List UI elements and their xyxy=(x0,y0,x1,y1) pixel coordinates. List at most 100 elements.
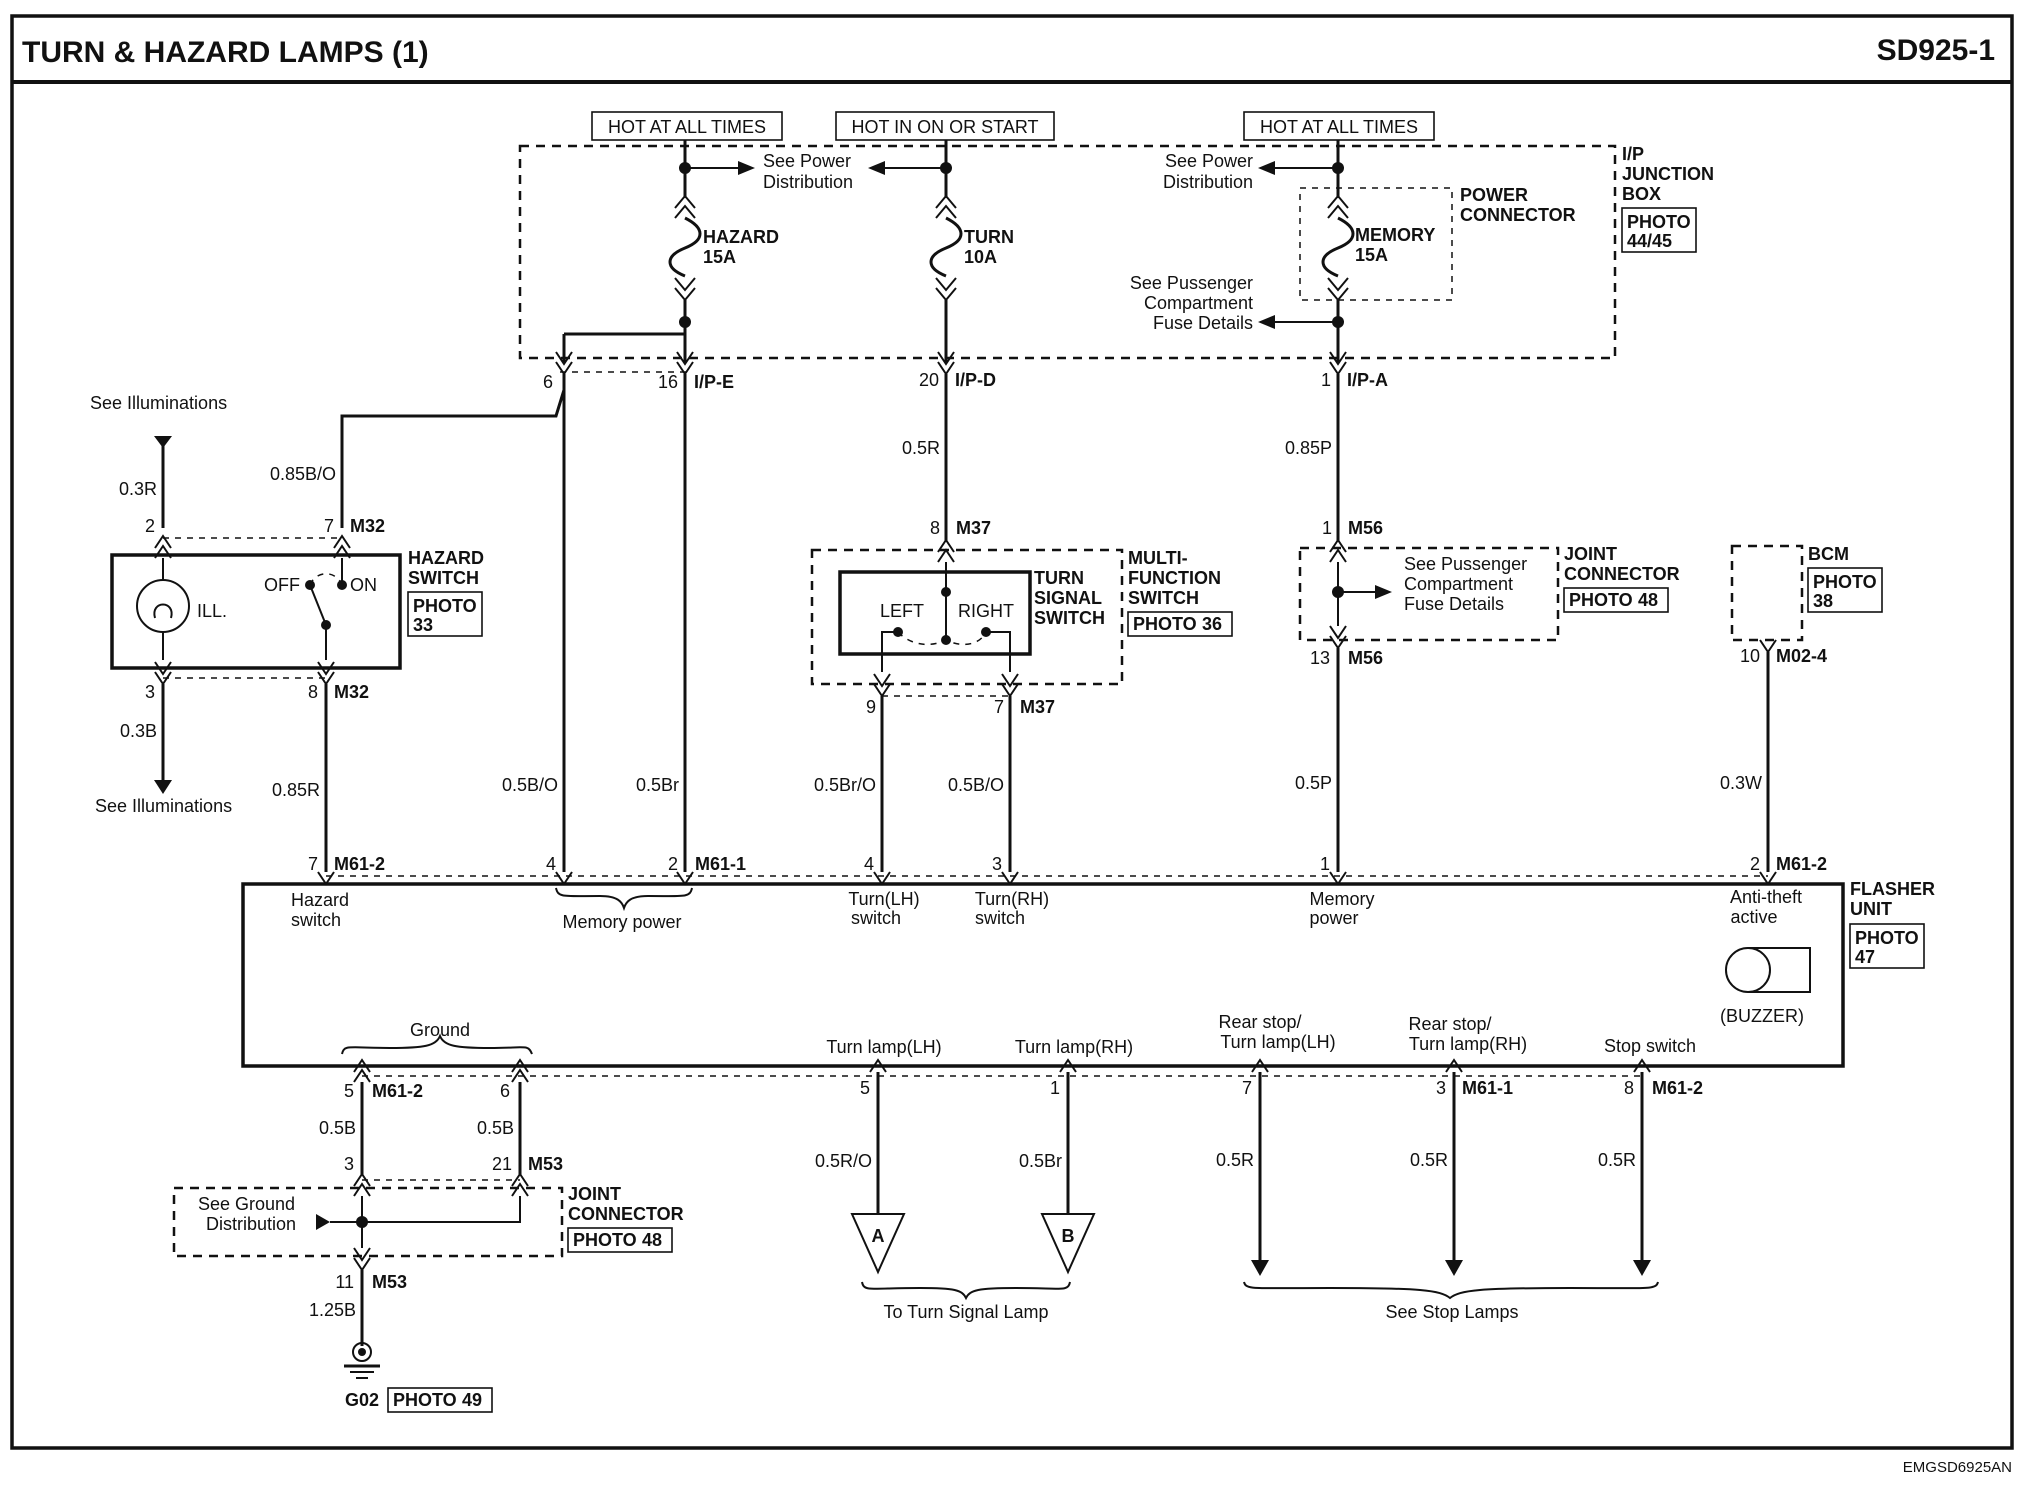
bcm-photo-box xyxy=(1807,567,1883,613)
power-connector-1: POWER xyxy=(1460,185,1528,205)
diagram-frame xyxy=(10,14,2014,1450)
mfs-photo-box xyxy=(1127,611,1233,637)
gnd-jc-photo-label: PHOTO xyxy=(573,1230,637,1250)
hazard-pin-3: 3 xyxy=(145,682,155,702)
fl-pin-7: 7 xyxy=(308,854,318,874)
to-turn-signal-lamp: To Turn Signal Lamp xyxy=(883,1302,1048,1322)
page-code: SD925-1 xyxy=(1877,34,1995,67)
hazard-switch-name-2: SWITCH xyxy=(408,568,479,588)
pass-comp-1: See Pussenger xyxy=(1130,273,1253,293)
fl-pin-2a: 2 xyxy=(668,854,678,874)
gnd-jc-photo-box xyxy=(567,1227,673,1253)
power-connector-2: CONNECTOR xyxy=(1460,205,1576,225)
fl-rear-lh-1: Rear stop/ xyxy=(1218,1012,1301,1032)
connector-ipe: I/P-E xyxy=(694,372,734,392)
wire-085bo xyxy=(340,374,566,528)
fl-memory-power: Memory power xyxy=(562,912,681,932)
wire-05ro-label: 0.5R/O xyxy=(815,1151,872,1171)
ground-brace xyxy=(341,1033,533,1055)
fl-rear-lh-2: Turn lamp(LH) xyxy=(1220,1032,1335,1052)
flasher-photo-box xyxy=(1849,923,1925,969)
fl-pin-3b: 3 xyxy=(992,854,1002,874)
bcm-photo-label: PHOTO xyxy=(1813,572,1877,592)
connector-b-label: B xyxy=(1062,1226,1075,1246)
flasher-name-1: FLASHER xyxy=(1850,879,1935,899)
jc-photo-label: PHOTO xyxy=(1569,590,1633,610)
bt-pin-8: 8 xyxy=(1624,1078,1634,1098)
pass-comp-2: Compartment xyxy=(1144,293,1253,313)
jc-photo-num: 48 xyxy=(1638,590,1658,610)
fuse-turn-rating: 10A xyxy=(964,247,997,267)
bt-pin-3: 3 xyxy=(344,1154,354,1174)
hazard-pin-8: 8 xyxy=(308,682,318,702)
fl-m612-a: M61-2 xyxy=(334,854,385,874)
illum-arrow-bottom xyxy=(154,780,172,794)
joint-connector-box xyxy=(1298,546,1560,642)
pin-ipe-16: 16 xyxy=(658,372,678,392)
switch-on-label: ON xyxy=(350,575,377,595)
mfs-pin-8: 8 xyxy=(930,518,940,538)
bt-m53: M53 xyxy=(528,1154,563,1174)
see-ground-2: Distribution xyxy=(206,1214,296,1234)
fl-turn-rh-2: switch xyxy=(975,908,1025,928)
fl-m612-b: M61-2 xyxy=(1776,854,1827,874)
hazard-pin-7: 7 xyxy=(324,516,334,536)
see-illum-bottom: See Illuminations xyxy=(95,796,232,816)
fl-m611: M61-1 xyxy=(695,854,746,874)
wire-03b-label: 0.3B xyxy=(120,721,157,741)
fl-turn-lh-2: switch xyxy=(851,908,901,928)
jc-pin-13: 13 xyxy=(1310,648,1330,668)
stop-lamps-brace xyxy=(1243,1281,1659,1300)
memory-power-brace xyxy=(555,887,693,912)
connector-a-symbol xyxy=(850,1213,906,1275)
fl-anti-theft-2: active xyxy=(1730,907,1777,927)
footer-code: EMGSD6925AN xyxy=(1903,1459,2012,1476)
switch-off-label: OFF xyxy=(264,575,300,595)
see-power-2b: Distribution xyxy=(1163,172,1253,192)
g02-label: G02 xyxy=(345,1390,379,1410)
gnd-jc-1: JOINT xyxy=(568,1184,621,1204)
fl-pin-1: 1 xyxy=(1320,854,1330,874)
wire-085bo-label: 0.85B/O xyxy=(270,464,336,484)
fl-ground: Ground xyxy=(410,1020,470,1040)
jc-pass-2: Compartment xyxy=(1404,574,1513,594)
turn-signal-brace xyxy=(861,1281,1071,1301)
jc-photo-box xyxy=(1563,587,1669,613)
memory-fuse-circuit xyxy=(1258,140,1355,376)
fl-pin-2b: 2 xyxy=(1750,854,1760,874)
flasher-bottom-pins xyxy=(353,1058,1651,1083)
wire-05br-label: 0.5Br xyxy=(1019,1151,1062,1171)
gnd-jc-photo-num: 48 xyxy=(642,1230,662,1250)
mfs-m37-top: M37 xyxy=(956,518,991,538)
fl-mem-pow-2: power xyxy=(1309,908,1358,928)
fuse-hazard-rating: 15A xyxy=(703,247,736,267)
connector-ipd: I/P-D xyxy=(955,370,996,390)
fl-turn-rh-1: Turn(RH) xyxy=(975,889,1049,909)
turn-signal-1: TURN xyxy=(1034,568,1084,588)
fl-hazard-1: Hazard xyxy=(291,890,349,910)
wire-05bo-mem-label: 0.5B/O xyxy=(502,775,558,795)
wire-05r-a-label: 0.5R xyxy=(1216,1150,1254,1170)
fl-buzzer: (BUZZER) xyxy=(1720,1006,1804,1026)
ground-joint-connector-box xyxy=(172,1186,564,1258)
jc-pass-3: Fuse Details xyxy=(1404,594,1504,614)
flasher-photo-num: 47 xyxy=(1855,947,1875,967)
bt-m612b: M61-2 xyxy=(1652,1078,1703,1098)
mfs-photo-num: 36 xyxy=(1202,614,1222,634)
flasher-unit-body xyxy=(241,882,1845,1068)
hazard-m32-bottom: M32 xyxy=(334,682,369,702)
bcm-box xyxy=(1730,544,1804,642)
jc-m56-bottom: M56 xyxy=(1348,648,1383,668)
hot-left-box xyxy=(591,111,783,141)
fl-pin-4a: 4 xyxy=(546,854,556,874)
jc-name-1: JOINT xyxy=(1564,544,1617,564)
mfs-pin-9: 9 xyxy=(866,697,876,717)
fl-stop-switch: Stop switch xyxy=(1604,1036,1696,1056)
pin-ipe-6: 6 xyxy=(543,372,553,392)
bcm-m024: M02-4 xyxy=(1776,646,1827,666)
jbox-photo-num: 44/45 xyxy=(1627,231,1672,251)
fl-turn-lamp-rh: Turn lamp(RH) xyxy=(1015,1037,1133,1057)
gnd-jc-2: CONNECTOR xyxy=(568,1204,684,1224)
bt-m611: M61-1 xyxy=(1462,1078,1513,1098)
turn-fuse-circuit xyxy=(868,140,963,376)
